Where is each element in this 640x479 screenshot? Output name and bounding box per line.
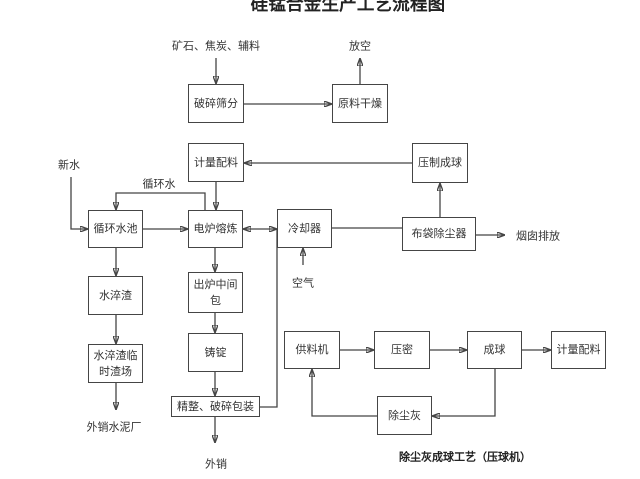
label-fresh-water: 新水 bbox=[58, 158, 80, 172]
node-feeder: 供料机 bbox=[284, 331, 340, 369]
node-compact-label: 压密 bbox=[391, 343, 413, 357]
node-finishing-label: 精整、破碎包装 bbox=[177, 399, 254, 413]
node-cooler: 冷却器 bbox=[277, 209, 332, 248]
label-sale: 外销 bbox=[205, 457, 227, 471]
node-ball: 成球 bbox=[467, 331, 522, 369]
node-water-slag-label: 水淬渣 bbox=[99, 288, 132, 302]
node-bag-filter-label: 布袋除尘器 bbox=[411, 227, 467, 241]
label-air: 空气 bbox=[292, 276, 314, 290]
edge-dust-to-feeder bbox=[312, 369, 377, 417]
label-vent: 放空 bbox=[349, 39, 371, 53]
node-dust-batching: 计量配料 bbox=[551, 331, 606, 369]
node-batching-label: 计量配料 bbox=[194, 155, 238, 169]
node-ball-label: 成球 bbox=[483, 343, 506, 357]
node-circulating-pool-label: 循环水池 bbox=[93, 222, 138, 236]
node-batching: 计量配料 bbox=[188, 143, 244, 182]
node-electric-furnace-label: 电炉熔炼 bbox=[193, 222, 238, 236]
node-ingot: 铸锭 bbox=[188, 333, 243, 372]
node-raw-drying: 原料干燥 bbox=[332, 84, 388, 123]
node-dust-label: 除尘灰 bbox=[388, 408, 421, 422]
diagram-title: 硅锰合金生产工艺流程图 bbox=[250, 0, 446, 15]
node-bag-filter: 布袋除尘器 bbox=[402, 217, 476, 251]
node-compact: 压密 bbox=[374, 331, 430, 369]
node-ingot-label: 铸锭 bbox=[204, 345, 227, 359]
edge-ball-to-dust bbox=[432, 369, 496, 416]
node-electric-furnace: 电炉熔炼 bbox=[188, 210, 243, 248]
node-ladle: 出炉中间包 bbox=[188, 272, 243, 313]
label-cement-plant-sale: 外销水泥厂 bbox=[86, 420, 142, 434]
edge-finishing-to-cooler bbox=[260, 229, 278, 408]
node-slag-yard-label: 水淬渣临时渣场 bbox=[93, 348, 138, 378]
node-slag-yard: 水淬渣临时渣场 bbox=[88, 344, 143, 383]
node-water-slag: 水淬渣 bbox=[88, 276, 143, 315]
node-press-ball-label: 压制成球 bbox=[418, 156, 462, 170]
node-dust-batching-label: 计量配料 bbox=[556, 343, 601, 357]
label-raw-materials: 矿石、焦炭、辅料 bbox=[172, 39, 260, 53]
edge-freshwater-to-pool bbox=[70, 177, 88, 229]
label-circulating-water: 循环水 bbox=[142, 177, 176, 191]
node-dust: 除尘灰 bbox=[377, 396, 432, 435]
node-cooler-label: 冷却器 bbox=[288, 221, 321, 235]
node-circulating-pool: 循环水池 bbox=[88, 210, 143, 248]
node-crush-screen-label: 破碎筛分 bbox=[194, 96, 238, 110]
node-crush-screen: 破碎筛分 bbox=[188, 84, 244, 123]
edge-furnace-to-pool-circulating bbox=[116, 192, 206, 210]
node-press-ball: 压制成球 bbox=[412, 143, 468, 183]
node-finishing: 精整、破碎包装 bbox=[171, 396, 260, 417]
label-stack-emission: 烟囱排放 bbox=[516, 229, 560, 243]
node-raw-drying-label: 原料干燥 bbox=[338, 96, 382, 110]
node-feeder-label: 供料机 bbox=[295, 343, 329, 357]
node-ladle-label: 出炉中间包 bbox=[193, 277, 238, 307]
dust-process-caption: 除尘灰成球工艺（压球机） bbox=[399, 450, 531, 464]
